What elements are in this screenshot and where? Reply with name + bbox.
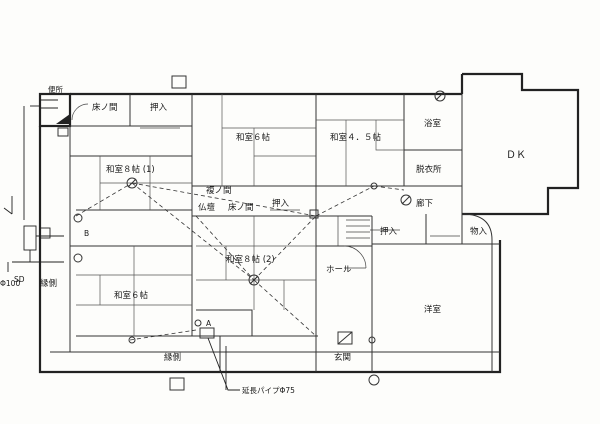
label-toko: 床ノ間 bbox=[228, 202, 254, 213]
marker-b: B bbox=[84, 229, 89, 238]
label-engawa-bottom: 縁側 bbox=[164, 352, 181, 363]
label-washitsu6-bottom: 和室６帖 bbox=[114, 290, 149, 301]
tatami-lines bbox=[76, 94, 404, 336]
label-roka: 廊下 bbox=[416, 198, 434, 209]
label-oshiire-mid: 押入 bbox=[272, 198, 290, 209]
label-hall: ホール bbox=[326, 265, 352, 275]
label-oshiire-top: 押入 bbox=[150, 102, 168, 113]
label-dk: ＤＫ bbox=[506, 150, 526, 161]
pipe-annotation: 延長パイプΦ75 bbox=[242, 385, 295, 395]
label-washitsu8-2: 和室８帖 (2) bbox=[226, 254, 275, 265]
label-washitsu45: 和室４．５帖 bbox=[330, 132, 382, 143]
label-genkan: 玄関 bbox=[334, 352, 351, 363]
label-monoire: 物入 bbox=[470, 226, 488, 237]
label-toilet: 便所 bbox=[48, 84, 63, 94]
marker-pipe100: Φ100 bbox=[0, 279, 20, 288]
label-yoshitsu: 洋室 bbox=[424, 304, 442, 315]
interior-walls bbox=[70, 94, 500, 372]
wiring-lines bbox=[75, 182, 405, 341]
label-engawa-left: 縁側 bbox=[40, 278, 57, 289]
label-dressing: 脱衣所 bbox=[416, 164, 442, 175]
marker-sd: SD bbox=[14, 275, 25, 284]
label-bath: 浴室 bbox=[424, 118, 442, 129]
pipe-leader bbox=[207, 337, 240, 391]
label-oshiire-right: 押入 bbox=[380, 226, 398, 237]
marker-a: A bbox=[206, 319, 212, 328]
outer-walls bbox=[38, 72, 580, 374]
room-labels: 便所 床ノ間 押入 和室６帖 和室４．５帖 浴室 ＤＫ 和室８帖 (1) 脱衣所… bbox=[40, 84, 526, 363]
marker-labels: A B SD Φ100 延長パイプΦ75 bbox=[0, 229, 295, 395]
doors bbox=[71, 103, 460, 269]
label-butsudan: 仏壇 bbox=[198, 202, 216, 213]
label-fukunoma: 複ノ間 bbox=[206, 185, 232, 196]
fixtures bbox=[56, 75, 446, 391]
label-tokonoma: 床ノ間 bbox=[92, 102, 118, 113]
label-washitsu6-top: 和室６帖 bbox=[236, 132, 271, 143]
label-washitsu8-1: 和室８帖 (1) bbox=[106, 164, 155, 175]
exterior-piping bbox=[3, 99, 64, 272]
